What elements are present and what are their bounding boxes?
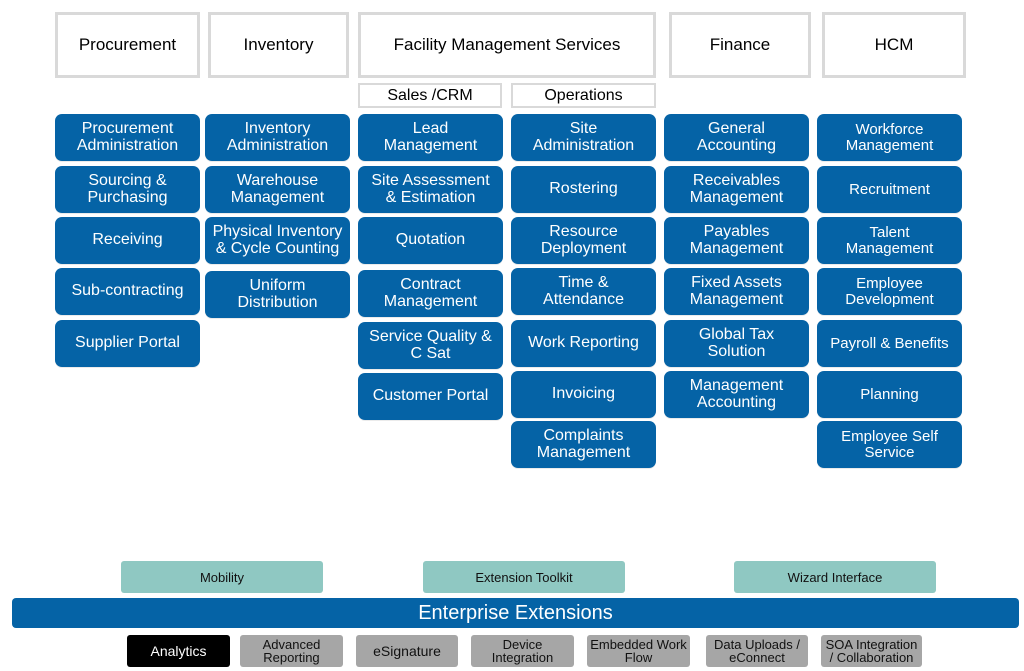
header-facility-management-services: Facility Management Services xyxy=(358,12,656,78)
module-procurement-administration[interactable]: Procurement Administration xyxy=(55,114,200,161)
module-warehouse-management[interactable]: Warehouse Management xyxy=(205,166,350,213)
header-hcm: HCM xyxy=(822,12,966,78)
header-inventory: Inventory xyxy=(208,12,349,78)
module-service-quality-csat[interactable]: Service Quality & C Sat xyxy=(358,322,503,369)
header-procurement: Procurement xyxy=(55,12,200,78)
module-supplier-portal[interactable]: Supplier Portal xyxy=(55,320,200,367)
module-payroll-benefits[interactable]: Payroll & Benefits xyxy=(817,320,962,367)
module-receiving[interactable]: Receiving xyxy=(55,217,200,264)
module-fixed-assets-management[interactable]: Fixed Assets Management xyxy=(664,268,809,315)
module-planning[interactable]: Planning xyxy=(817,371,962,418)
module-customer-portal[interactable]: Customer Portal xyxy=(358,373,503,420)
module-site-administration[interactable]: Site Administration xyxy=(511,114,656,161)
module-site-assessment-estimation[interactable]: Site Assessment & Estimation xyxy=(358,166,503,213)
module-workforce-management[interactable]: Workforce Management xyxy=(817,114,962,161)
module-management-accounting[interactable]: Management Accounting xyxy=(664,371,809,418)
module-physical-inventory-cycle-counting[interactable]: Physical Inventory & Cycle Counting xyxy=(205,217,350,264)
extension-mobility[interactable]: Mobility xyxy=(121,561,323,593)
module-payables-management[interactable]: Payables Management xyxy=(664,217,809,264)
chip-data-uploads-econnect[interactable]: Data Uploads / eConnect xyxy=(706,635,808,667)
module-general-accounting[interactable]: General Accounting xyxy=(664,114,809,161)
module-rostering[interactable]: Rostering xyxy=(511,166,656,213)
chip-device-integration[interactable]: Device Integration xyxy=(471,635,574,667)
subheader-sales-crm: Sales /CRM xyxy=(358,83,502,108)
module-sourcing-purchasing[interactable]: Sourcing & Purchasing xyxy=(55,166,200,213)
subheader-operations: Operations xyxy=(511,83,656,108)
extension-toolkit[interactable]: Extension Toolkit xyxy=(423,561,625,593)
module-global-tax-solution[interactable]: Global Tax Solution xyxy=(664,320,809,367)
module-employee-development[interactable]: Employee Development xyxy=(817,268,962,315)
module-time-attendance[interactable]: Time & Attendance xyxy=(511,268,656,315)
header-finance: Finance xyxy=(669,12,811,78)
module-uniform-distribution[interactable]: Uniform Distribution xyxy=(205,271,350,318)
module-lead-management[interactable]: Lead Management xyxy=(358,114,503,161)
module-inventory-administration[interactable]: Inventory Administration xyxy=(205,114,350,161)
module-talent-management[interactable]: Talent Management xyxy=(817,217,962,264)
module-work-reporting[interactable]: Work Reporting xyxy=(511,320,656,367)
chip-analytics[interactable]: Analytics xyxy=(127,635,230,667)
module-contract-management[interactable]: Contract Management xyxy=(358,270,503,317)
module-quotation[interactable]: Quotation xyxy=(358,217,503,264)
chip-soa-integration-collaboration[interactable]: SOA Integration / Collaboration xyxy=(821,635,922,667)
module-resource-deployment[interactable]: Resource Deployment xyxy=(511,217,656,264)
extension-wizard-interface[interactable]: Wizard Interface xyxy=(734,561,936,593)
enterprise-extensions-bar: Enterprise Extensions xyxy=(12,598,1019,628)
module-sub-contracting[interactable]: Sub-contracting xyxy=(55,268,200,315)
module-invoicing[interactable]: Invoicing xyxy=(511,371,656,418)
module-complaints-management[interactable]: Complaints Management xyxy=(511,421,656,468)
module-employee-self-service[interactable]: Employee Self Service xyxy=(817,421,962,468)
chip-esignature[interactable]: eSignature xyxy=(356,635,458,667)
chip-embedded-work-flow[interactable]: Embedded Work Flow xyxy=(587,635,690,667)
module-recruitment[interactable]: Recruitment xyxy=(817,166,962,213)
module-receivables-management[interactable]: Receivables Management xyxy=(664,166,809,213)
chip-advanced-reporting[interactable]: Advanced Reporting xyxy=(240,635,343,667)
